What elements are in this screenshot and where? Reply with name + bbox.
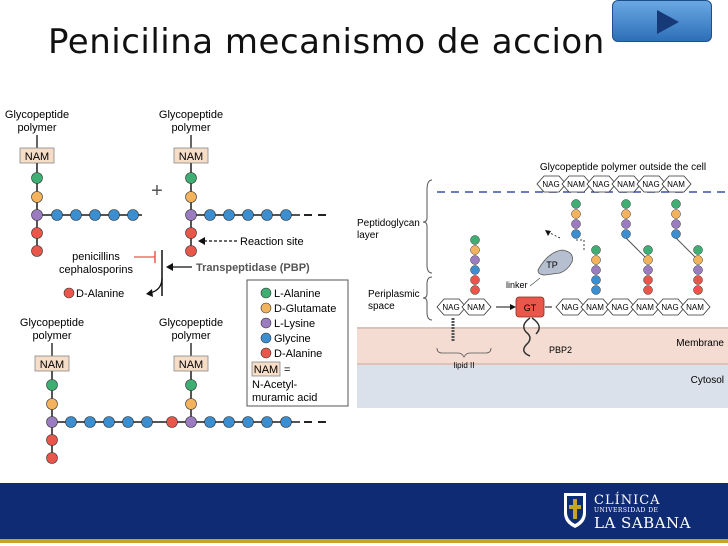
top-glycan-chain: NAG NAM NAG NAM NAG NAM <box>536 175 692 193</box>
legend-swatch <box>260 332 272 344</box>
released-d-alanine-label: D-Alanine <box>76 288 124 300</box>
membrane-label: Membrane <box>676 338 724 349</box>
nag-label: NAG <box>542 180 559 189</box>
shield-logo-icon <box>564 493 586 528</box>
nam-box: NAM <box>179 151 203 163</box>
nam-label: NAM <box>467 303 485 312</box>
nam-label: NAM <box>667 180 685 189</box>
legend-label: L-Lysine <box>274 318 315 330</box>
logo-text-clinica: CLÍNICA <box>594 493 661 508</box>
footer-bar: CLÍNICA UNIVERSIDAD DE LA SABANA <box>0 483 728 539</box>
left-panel: Glycopeptide polymer NAM + Glycopeptide … <box>5 109 330 464</box>
logo-text-universidad: UNIVERSIDAD DE <box>594 507 659 514</box>
mechanism-diagram: Glycopeptide polymer NAM + Glycopeptide … <box>5 109 728 464</box>
footer-accent-line <box>0 539 728 543</box>
nam-label: NAM <box>586 303 604 312</box>
play-triangle-icon <box>657 10 679 34</box>
top-right-polymer-label: Glycopeptide <box>159 109 223 121</box>
transpeptidase-label: Transpeptidase (PBP) <box>196 262 310 274</box>
inhibitor-label-1: penicillins <box>72 251 120 263</box>
pbp2-label: PBP2 <box>549 345 572 355</box>
nam-label: NAM <box>636 303 654 312</box>
nam-box: NAM <box>25 151 49 163</box>
peptidoglycan-label-2: layer <box>357 230 379 241</box>
logo-text-la-sabana: LA SABANA <box>594 514 691 532</box>
legend-swatch <box>260 287 272 299</box>
bottom-right-polymer-label: Glycopeptide <box>159 317 223 329</box>
slide-title: Penicilina mecanismo de accion <box>48 22 605 62</box>
nam-label: NAM <box>567 180 585 189</box>
outside-cell-label: Glycopeptide polymer outside the cell <box>540 162 706 173</box>
tp-domain-shape <box>537 249 573 276</box>
peptidoglycan-label: Peptidoglycan <box>357 218 420 229</box>
nag-label: NAG <box>442 303 459 312</box>
tp-label: TP <box>546 260 558 270</box>
peptide-stems <box>470 199 703 295</box>
periplasmic-label-2: space <box>368 301 395 312</box>
legend-nam-equals: = <box>284 364 290 376</box>
footer: CLÍNICA UNIVERSIDAD DE LA SABANA <box>0 483 728 546</box>
nam-box: NAM <box>179 359 203 371</box>
legend-label: Glycine <box>274 333 311 345</box>
legend-nam-definition: N-Acetyl- <box>252 379 298 391</box>
nag-label: NAG <box>592 180 609 189</box>
nag-label: NAG <box>661 303 678 312</box>
legend-nam-definition-2: muramic acid <box>252 392 317 404</box>
right-panel: Glycopeptide polymer outside the cell Pe… <box>357 162 728 408</box>
bottom-glycan-chain: NAG NAM NAG NAM NAG NAM NAG NAM <box>436 298 711 316</box>
bottom-left-polymer-label-2: polymer <box>32 330 71 342</box>
gt-label: GT <box>524 303 537 313</box>
inhibitor-label-2: cephalosporins <box>59 264 133 276</box>
legend-label: D-Glutamate <box>274 303 336 315</box>
legend-label: L-Alanine <box>274 288 320 300</box>
next-slide-button[interactable] <box>612 0 712 42</box>
top-left-polymer-label: Glycopeptide <box>5 109 69 121</box>
bottom-left-polymer-label: Glycopeptide <box>20 317 84 329</box>
legend-swatch <box>260 317 272 329</box>
top-left-polymer-label-2: polymer <box>17 122 56 134</box>
legend-nam-key: NAM <box>254 364 278 376</box>
legend-label: D-Alanine <box>274 348 322 360</box>
lipid-ii-label: lipid II <box>454 361 475 370</box>
reaction-site-label: Reaction site <box>240 236 304 248</box>
bottom-right-polymer-label-2: polymer <box>171 330 210 342</box>
nag-label: NAG <box>611 303 628 312</box>
nag-label: NAG <box>642 180 659 189</box>
legend-swatch <box>260 347 272 359</box>
periplasmic-label: Periplasmic <box>368 289 420 300</box>
linker-label: linker <box>506 280 528 290</box>
legend: L-Alanine D-Glutamate L-Lysine Glycine D… <box>246 279 349 407</box>
cytosol-label: Cytosol <box>691 375 724 386</box>
top-right-polymer-label-2: polymer <box>171 122 210 134</box>
nam-box: NAM <box>40 359 64 371</box>
plus-sign: + <box>151 180 163 202</box>
legend-swatch <box>260 302 272 314</box>
nam-label: NAM <box>617 180 635 189</box>
nag-label: NAG <box>561 303 578 312</box>
nam-label: NAM <box>686 303 704 312</box>
